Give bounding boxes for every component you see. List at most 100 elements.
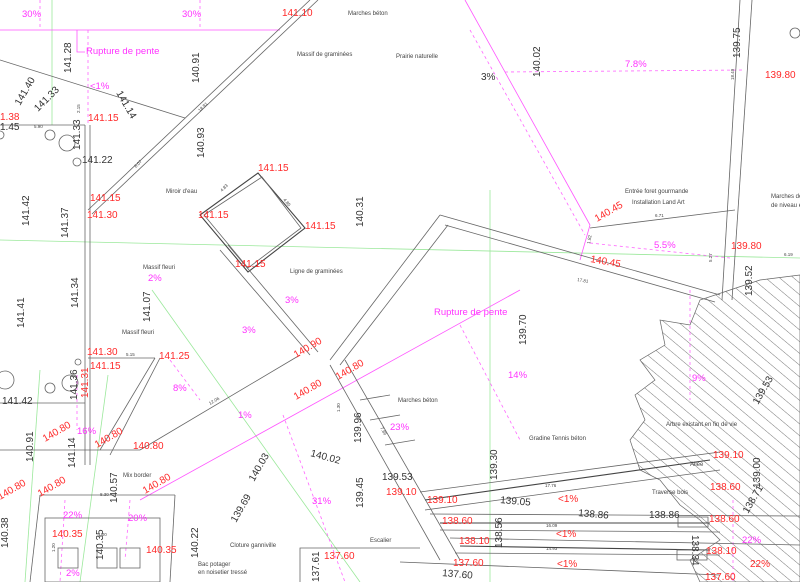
- existing-elevation-label: 141.41: [16, 297, 27, 328]
- dimension-label: 6.19: [784, 252, 793, 257]
- slope-label: 16%: [77, 426, 97, 437]
- existing-elevation-label: 140.31: [355, 196, 366, 227]
- annotation-label: Allée: [690, 462, 704, 468]
- existing-elevation-label: 139.45: [355, 477, 366, 508]
- dimension-label: 16.09: [546, 523, 558, 528]
- existing-elevation-label: 140.03: [247, 451, 272, 483]
- existing-elevation-label: 141.28: [63, 42, 74, 73]
- design-elevation-label: 140.80: [36, 475, 68, 500]
- design-elevation-label: 141.25: [159, 351, 190, 362]
- existing-elevation-label: 140.57: [109, 472, 120, 503]
- design-elevation-label: 140.80: [334, 358, 366, 383]
- existing-elevation-label: 1.45: [0, 122, 20, 133]
- existing-elevation-label: 141.42: [21, 195, 32, 226]
- annotation-label: Massif fleuri: [122, 330, 154, 336]
- existing-elevation-label: 139.53: [382, 472, 413, 483]
- slope-label: 5.5%: [654, 240, 676, 251]
- slope-label: 31%: [312, 496, 332, 507]
- slope-label: 20%: [128, 513, 148, 524]
- annotation-label: Installation Land Art: [632, 200, 685, 206]
- existing-elevation-label: 137.60: [442, 568, 474, 582]
- slope-label: 9%: [692, 373, 706, 384]
- slope-label: 22%: [63, 510, 83, 521]
- design-elevation-label: 140.45: [589, 254, 621, 270]
- existing-elevation-label: 138.86: [578, 508, 610, 522]
- existing-tree-hatch: [629, 274, 800, 582]
- design-elevation-label: 140.35: [52, 529, 83, 540]
- design-elevation-label: 141.30: [87, 347, 118, 358]
- dimension-label: 1.30: [336, 403, 341, 412]
- design-elevation-label: 141.15: [258, 163, 289, 174]
- slope-label: 2%: [148, 273, 162, 284]
- design-elevation-label: 138.60: [709, 514, 740, 525]
- annotation-label: Gradine Tennis béton: [529, 436, 586, 442]
- dimension-label: 12.06: [208, 396, 221, 406]
- annotation-label: Escalier: [370, 538, 391, 544]
- slope-label: 1%: [238, 410, 252, 421]
- dimension-label: 14.93: [546, 546, 558, 551]
- existing-elevation-label: 139.70: [518, 314, 529, 345]
- design-elevation-label: 141.30: [87, 210, 118, 221]
- design-elevation-label: 140.35: [146, 545, 177, 556]
- existing-elevation-label: 141.40: [13, 75, 38, 107]
- annotation-label: Entrée foret gourmande: [625, 189, 689, 195]
- annotation-label: Marches béton: [398, 398, 438, 404]
- existing-elevation-label: 140.02: [532, 46, 543, 77]
- slope-label: 30%: [22, 9, 42, 20]
- dimension-label: 2.15: [76, 104, 81, 113]
- annotation-label: Traverse bois: [652, 490, 688, 496]
- annotation-label: de niveau e: [771, 203, 800, 209]
- design-elevation-label: 139.10: [427, 495, 458, 506]
- design-elevation-label: 141.15: [305, 221, 336, 232]
- existing-elevation-label: 141.14: [67, 437, 78, 468]
- design-elevation-label: 138.60: [442, 516, 473, 527]
- design-elevation-label: 139.80: [765, 70, 796, 81]
- slope-label: Rupture de pente: [434, 307, 507, 318]
- design-elevation-label: 141.15: [198, 210, 229, 221]
- slope-label: 7.8%: [625, 59, 647, 70]
- existing-elevation-label: 141.07: [142, 291, 153, 322]
- dimension-label: 1.20: [51, 543, 56, 552]
- existing-elevation-label: 141.22: [82, 155, 113, 166]
- design-elevation-label: <1%: [557, 559, 577, 570]
- design-elevation-label: 141.15: [235, 259, 266, 270]
- design-elevation-label: 141.10: [282, 8, 313, 19]
- dimension-label: 4.85: [282, 197, 292, 207]
- existing-elevation-label: 139.75: [732, 27, 743, 58]
- dimension-label: 18.49: [730, 68, 735, 80]
- existing-elevation-label: 3%: [481, 72, 496, 83]
- annotation-label: Miroir d'eau: [166, 189, 197, 195]
- design-elevation-label: 141.15: [90, 193, 121, 204]
- dimension-label: 17.81: [577, 277, 589, 284]
- existing-elevation-label: 140.91: [25, 431, 36, 462]
- plan-labels: 30%30%Rupture de pente<1%2%3%3%8%1%16%23…: [0, 8, 800, 582]
- existing-elevation-label: 141.42: [2, 396, 33, 407]
- existing-elevation-label: 139.05: [500, 495, 532, 509]
- slope-label: 30%: [182, 9, 202, 20]
- existing-elevation-label: 141.37: [60, 207, 71, 238]
- annotation-label: en noisetier tressé: [198, 570, 248, 576]
- annotation-label: Cloture ganniville: [230, 543, 277, 549]
- existing-elevation-label: 140.38: [0, 517, 11, 548]
- slope-label: 3%: [242, 325, 256, 336]
- existing-elevation-label: 139.96: [353, 412, 364, 443]
- design-elevation-label: 141.31: [80, 367, 91, 398]
- slope-label: 14%: [508, 370, 528, 381]
- dimension-label: 17.76: [545, 483, 557, 488]
- design-elevation-label: 1.38: [0, 112, 20, 123]
- design-elevation-label: 22%: [750, 559, 770, 570]
- slope-label: 22%: [742, 535, 762, 546]
- existing-elevation-label: 138.86: [649, 510, 680, 521]
- existing-elevation-label: 140.91: [191, 52, 202, 83]
- dimension-label: 5.27: [708, 253, 713, 262]
- dimension-label: 4.83: [219, 183, 229, 193]
- design-elevation-label: 140.80: [133, 441, 164, 452]
- annotation-label: Massif fleuri: [143, 265, 175, 271]
- design-elevation-label: 141.15: [88, 113, 119, 124]
- annotation-label: Marches béton: [348, 11, 388, 17]
- dimension-label: 8.30: [100, 492, 109, 497]
- annotation-label: Massif de graminées: [297, 52, 352, 58]
- annotation-label: Arbre existant en fin de vie: [666, 422, 738, 428]
- annotation-label: Marches de: [771, 194, 800, 200]
